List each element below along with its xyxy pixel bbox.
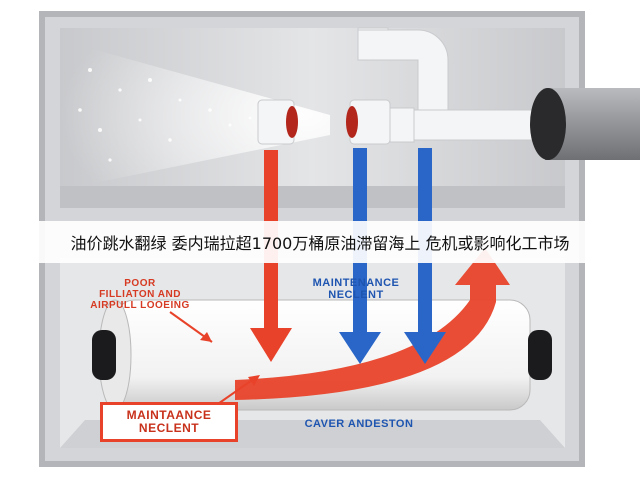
spray-droplets	[78, 68, 252, 162]
poor-filtration-label: POOR FILLIATON AND AIRPULL LOOEING	[72, 274, 208, 315]
water-spray	[60, 40, 330, 190]
poor-filtration-pointer-head	[200, 332, 212, 342]
poor-filtration-line2: FILLIATON AND	[99, 289, 181, 300]
blue-down-arrow-1-head	[339, 332, 381, 364]
drum-right-axle	[528, 330, 552, 380]
headline-text: 油价跳水翻绿 委内瑞拉超1700万桶原油滞留海上 危机或影响化工市场	[70, 234, 570, 253]
maintenance-bottom-line1: MAINTAANCE	[126, 408, 212, 422]
caver-label: CAVER ANDESTON	[288, 414, 430, 434]
upper-chamber-floor	[60, 186, 565, 208]
grey-outlet-opening	[530, 88, 566, 160]
maintenance-bottom-line2: NECLENT	[138, 421, 200, 436]
maintenance-bottom-label: MAINTAANCE NECLENT	[100, 402, 238, 443]
maintenance-bottom-pointer-head	[248, 375, 260, 386]
maintenance-top-label: MAINTENANCE NECLENT	[296, 275, 416, 303]
blue-down-arrow-2-head	[404, 332, 446, 364]
middle-fitting-red-ring	[346, 106, 358, 138]
maintenance-top-line1: MAINTENANCE	[312, 277, 400, 289]
poor-filtration-line1: POOR	[124, 278, 156, 289]
headline-banner	[0, 221, 640, 263]
drum-left-axle	[92, 330, 116, 380]
maintenance-top-line2: NECLENT	[328, 289, 384, 302]
left-nozzle-red-ring	[286, 106, 298, 138]
red-return-arrow	[235, 248, 510, 400]
red-down-arrow-head	[250, 328, 292, 362]
right-horizontal-pipe	[409, 109, 541, 141]
maintenance-bottom-pointer	[214, 377, 256, 407]
right-fitting	[389, 107, 415, 143]
poor-filtration-line3: AIRPULL LOOEING	[90, 300, 190, 311]
caver-line1: CAVER ANDESTON	[304, 418, 414, 430]
